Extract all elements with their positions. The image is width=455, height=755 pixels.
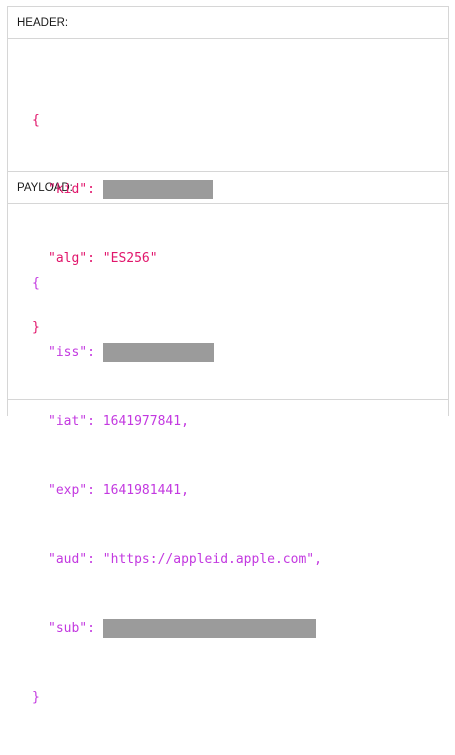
aud-comma: , <box>314 552 322 567</box>
sub-separator: : <box>87 621 103 636</box>
jwt-decoded-panel: HEADER: { "kid": "alg": "ES256" } PAYLOA… <box>7 6 449 705</box>
sub-key: "sub" <box>48 621 88 636</box>
iss-separator: : <box>87 345 103 360</box>
header-open-brace: { <box>32 113 40 128</box>
aud-value: "https://appleid.apple.com" <box>102 552 315 567</box>
sub-redacted-value <box>102 619 316 638</box>
header-section-title: HEADER: <box>8 7 448 39</box>
payload-aud-line: "aud": "https://appleid.apple.com", <box>32 548 322 571</box>
header-alg-line: "alg": "ES256" <box>32 247 213 270</box>
iss-key: "iss" <box>48 345 88 360</box>
kid-redacted-value <box>102 180 213 199</box>
iss-redacted-value <box>102 343 214 362</box>
alg-key: "alg" <box>48 251 88 266</box>
iat-separator: : <box>87 414 103 429</box>
aud-separator: : <box>87 552 103 567</box>
iat-value: 1641977841 <box>102 414 182 429</box>
exp-separator: : <box>87 483 103 498</box>
alg-separator: : <box>87 251 103 266</box>
exp-key: "exp" <box>48 483 88 498</box>
aud-key: "aud" <box>48 552 88 567</box>
payload-iat-line: "iat": 1641977841, <box>32 410 322 433</box>
header-close-brace: } <box>32 320 40 335</box>
payload-iss-line: "iss": <box>32 341 322 364</box>
iat-key: "iat" <box>48 414 88 429</box>
iat-comma: , <box>181 414 189 429</box>
header-json-view[interactable]: { "kid": "alg": "ES256" } <box>8 39 448 335</box>
header-kid-line: "kid": <box>32 178 213 201</box>
kid-key: "kid" <box>48 182 88 197</box>
payload-exp-line: "exp": 1641981441, <box>32 479 322 502</box>
alg-value: "ES256" <box>102 251 158 266</box>
payload-json-code: { "iss": "iat": 1641977841, "exp": 16419… <box>32 226 322 755</box>
payload-open-brace: { <box>32 276 40 291</box>
payload-json-view[interactable]: { "iss": "iat": 1641977841, "exp": 16419… <box>8 204 448 705</box>
header-json-code: { "kid": "alg": "ES256" } <box>32 63 213 385</box>
kid-separator: : <box>87 182 103 197</box>
payload-sub-line: "sub": <box>32 617 322 640</box>
payload-section-title: PAYLOAD: <box>8 172 448 204</box>
exp-comma: , <box>181 483 189 498</box>
payload-close-brace: } <box>32 690 40 705</box>
exp-value: 1641981441 <box>102 483 182 498</box>
